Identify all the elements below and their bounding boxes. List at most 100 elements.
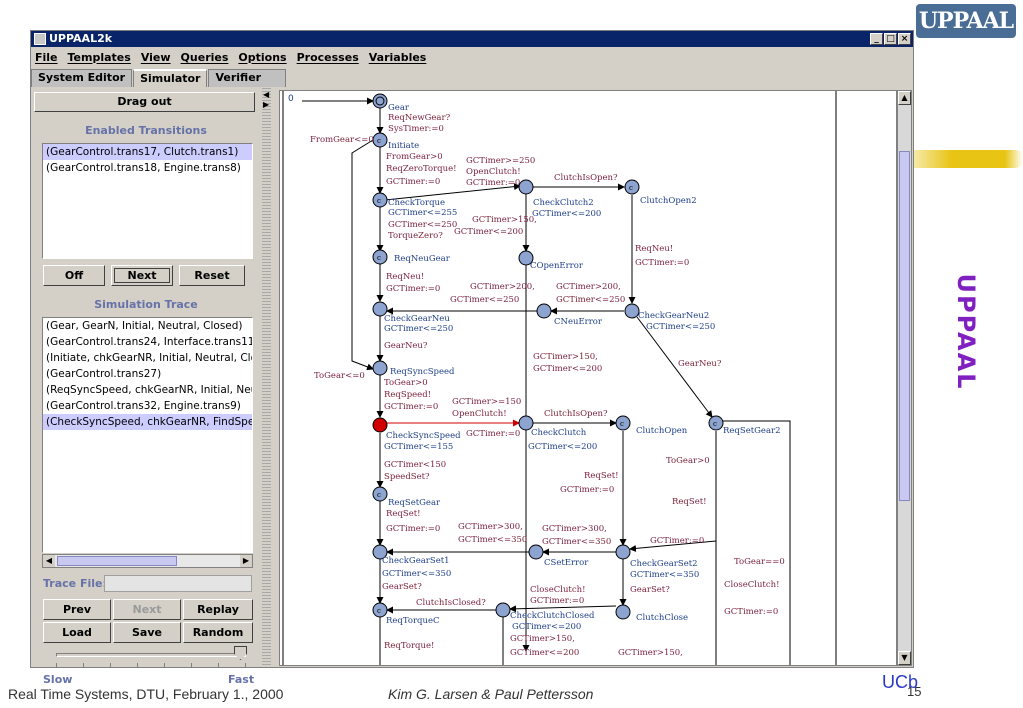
lbl-gct-reset-3: GCTimer:=0 [384,402,438,412]
lbl-to-gear-eq0: ToGear==0 [734,557,785,567]
lbl-req-neu-2: ReqNeu! [635,244,673,254]
lbl-gct-reset-9: GCTimer:=0 [650,536,704,546]
off-button[interactable]: Off [43,265,105,286]
replay-button[interactable]: Replay [183,599,253,620]
menu-processes[interactable]: Processes [296,50,359,64]
uppaal-window: UPPAAL2k _ □ × File Templates View Queri… [30,30,914,686]
lbl-gct-ge250: GCTimer>=250 [466,156,535,166]
reset-button[interactable]: Reset [179,265,245,286]
loc-check-gear-set2: CheckGearSet2 [630,559,698,569]
simulation-trace-list[interactable]: (Gear, GearN, Initial, Neutral, Closed) … [42,317,253,553]
lbl-gct-gt200-b: GCTimer>200, [556,282,621,292]
list-item[interactable]: (Gear, GearN, Initial, Neutral, Closed) [46,320,243,332]
list-item[interactable]: (GearControl.trans18, Engine.trans8) [46,162,241,174]
lbl-close-clutch-2: CloseClutch! [530,585,586,595]
load-button[interactable]: Load [43,622,111,643]
svg-text:c: c [377,197,381,205]
svg-text:c: c [377,137,381,145]
trace-horizontal-scrollbar[interactable]: ◀ ▶ [42,554,253,568]
lbl-open-clutch-2: OpenClutch! [452,409,507,419]
scroll-left-icon[interactable]: ◀ [43,555,55,567]
lbl-gctimer-reset-1: GCTimer:=0 [386,177,440,187]
speed-slider-thumb[interactable] [234,646,247,660]
lbl-gct-le250-b: GCTimer<=250 [450,295,519,305]
list-item[interactable]: (CheckSyncSpeed, chkGearNR, FindSpeed, [43,414,252,430]
tab-verifier[interactable]: Verifier [208,69,287,87]
loc-clutch-open: ClutchOpen [636,426,688,436]
scroll-down-icon[interactable]: ▼ [898,651,911,665]
menu-options[interactable]: Options [238,50,287,64]
lbl-gear-set-2: GearSet? [630,585,670,595]
loc-cneu-error: CNeuError [554,317,603,327]
lbl-gct-reset-11: GCTimer:=0 [530,596,584,606]
page-number: 15 [907,684,922,699]
lbl-gct-le250-inv2: GCTimer<=250 [646,322,715,332]
lbl-gct-gt300-b: GCTimer>300, [542,524,607,534]
scroll-right-icon[interactable]: ▶ [240,555,252,567]
list-item[interactable]: (ReqSyncSpeed, chkGearNR, Initial, Neutr… [46,384,253,396]
lbl-req-speed: ReqSpeed! [384,390,431,400]
trace-next-button[interactable]: Next [113,599,181,620]
splitter-left-icon[interactable]: ◀ [263,90,270,99]
menu-queries[interactable]: Queries [180,50,229,64]
list-item[interactable]: (GearControl.trans27) [46,368,162,380]
enabled-transitions-list[interactable]: (GearControl.trans17, Clutch.trans1) (Ge… [42,143,253,259]
automaton-canvas[interactable]: c c c c c c c c 0 Gear Initiate CheckTor… [279,90,897,666]
lbl-gct-reset-8: GCTimer:=0 [560,485,614,495]
lbl-torque-zero: TorqueZero? [388,231,443,241]
loc-clutch-open2: ClutchOpen2 [640,196,697,206]
random-button[interactable]: Random [183,622,253,643]
scroll-thumb[interactable] [57,556,177,566]
speed-slider-track[interactable] [56,653,246,657]
menu-templates[interactable]: Templates [67,50,131,64]
list-item[interactable]: (GearControl.trans17, Clutch.trans1) [43,144,252,160]
lbl-gct-le200-inv3: GCTimer<=200 [512,622,581,632]
panel-splitter[interactable] [262,87,271,667]
maximize-button[interactable]: □ [884,33,897,45]
lbl-clutch-is-open-2: ClutchIsOpen? [544,409,608,419]
location-names: Gear Initiate CheckTorque ReqNeuGear Che… [382,103,781,626]
loc-copen-error: COpenError [530,261,584,271]
lbl-gct-gt150-c: GCTimer>150, [510,634,575,644]
lbl-gct-reset-2: GCTimer:=0 [386,284,440,294]
prev-button[interactable]: Prev [43,599,111,620]
lbl-gear-neu-2: GearNeu? [678,359,722,369]
loc-check-clutch: CheckClutch [531,428,587,438]
menu-view[interactable]: View [140,50,171,64]
lbl-gct-reset-10: GCTimer:=0 [724,607,778,617]
window-controls: _ □ × [870,33,911,45]
loc-check-gear-set1: CheckGearSet1 [382,556,450,566]
list-item[interactable]: (Initiate, chkGearNR, Initial, Neutral, … [46,352,252,364]
tab-system-editor[interactable]: System Editor [31,69,133,87]
loc-req-neu-gear: ReqNeuGear [394,254,451,264]
simulator-panel: Drag out Enabled Transitions (GearContro… [31,87,261,686]
menu-variables[interactable]: Variables [368,50,427,64]
tab-simulator[interactable]: Simulator [133,69,208,87]
lbl-gear-set-1: GearSet? [382,582,422,592]
canvas-vertical-scrollbar[interactable]: ▲ ▼ [897,90,912,666]
minimize-button[interactable]: _ [870,33,883,45]
lbl-gct-le350-inv: GCTimer<=350 [382,569,451,579]
list-item[interactable]: (GearControl.trans24, Interface.trans11) [46,336,253,348]
side-title: UPPAAL [946,262,986,402]
lbl-gct-ge150: GCTimer>=150 [452,397,521,407]
side-title-text: UPPAAL [952,273,980,391]
lbl-to-gear-le0: ToGear<=0 [314,371,365,381]
drag-out-button[interactable]: Drag out [34,92,255,112]
close-button[interactable]: × [898,33,911,45]
lbl-gct-gt150-d: GCTimer>150, [618,648,683,658]
scroll-thumb[interactable] [899,151,910,501]
trace-file-input[interactable] [104,575,252,592]
fast-label: Fast [228,673,255,686]
save-button[interactable]: Save [113,622,181,643]
lbl-gct-reset-7: GCTimer:=0 [466,429,520,439]
lbl-gct-le250-c: GCTimer<=250 [556,295,625,305]
lbl-from-gear-le0: FromGear<=0 [310,135,374,145]
scroll-up-icon[interactable]: ▲ [898,91,911,105]
loc-check-sync-speed: CheckSyncSpeed [386,431,461,441]
splitter-right-icon[interactable]: ▶ [263,100,270,109]
loc-check-clutch2: CheckClutch2 [533,198,594,208]
menu-file[interactable]: File [35,50,58,64]
next-button[interactable]: Next [111,265,173,286]
list-item[interactable]: (GearControl.trans32, Engine.trans9) [46,400,241,412]
